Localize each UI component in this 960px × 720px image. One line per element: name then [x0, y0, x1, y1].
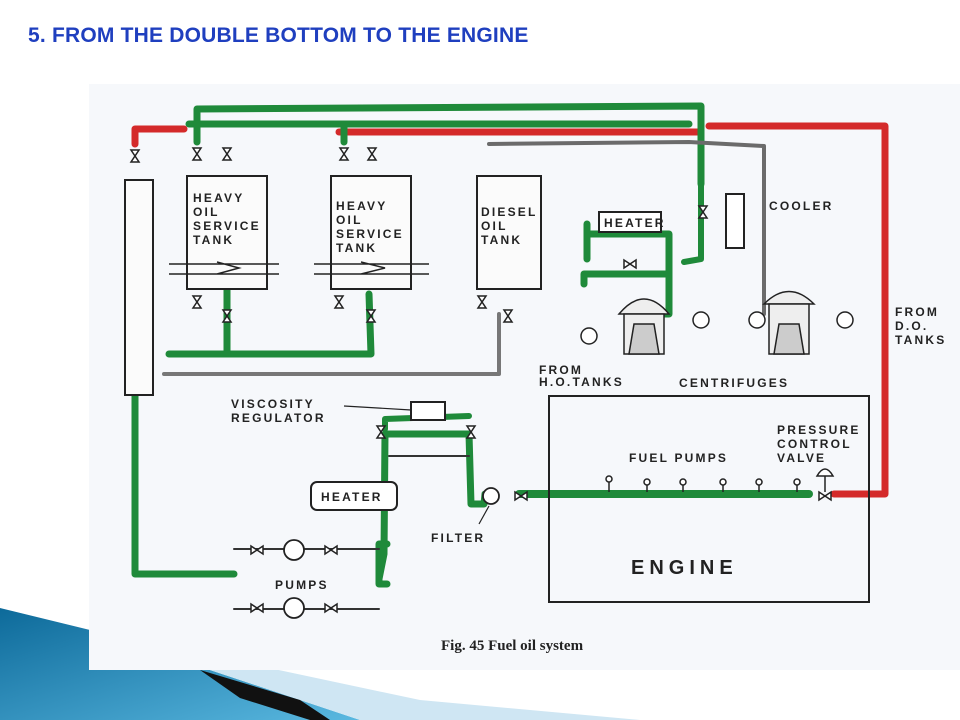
tank1-heating-coil	[169, 261, 279, 275]
tank2-label-line3: SERVICE	[336, 227, 404, 241]
viscosity-regulator-box	[410, 401, 446, 421]
valve-symbol	[623, 258, 637, 270]
centrifuge-1	[617, 298, 671, 355]
green-header-top	[185, 102, 705, 188]
valve-symbol	[250, 602, 264, 614]
centrifuge-feed-pump-1	[580, 327, 598, 345]
valve-symbol	[476, 295, 488, 309]
bottom-heater-label: HEATER	[321, 490, 383, 504]
valve-symbol	[697, 205, 709, 219]
valve-symbol	[250, 544, 264, 556]
fuel-pump-stubs	[605, 475, 801, 492]
diesel-tank-label: DIESEL OIL TANK	[481, 205, 538, 247]
swoosh-light	[90, 630, 640, 720]
valve-symbol	[366, 147, 378, 161]
tank1-label-line3: SERVICE	[193, 219, 261, 233]
tank2-label: HEAVY OIL SERVICE TANK	[336, 199, 404, 255]
swoosh-dark	[200, 670, 330, 720]
slide-title: 5. FROM THE DOUBLE BOTTOM TO THE ENGINE	[28, 24, 529, 47]
fuel-oil-system-figure: HEAVY OIL SERVICE TANK HEAVY OIL SERVICE…	[89, 84, 960, 670]
from-do-tanks-line2: D.O.	[895, 319, 928, 333]
valve-symbol	[818, 490, 832, 502]
top-heater-box	[598, 211, 662, 233]
diesel-label-line2: OIL	[481, 219, 508, 233]
valve-symbol	[375, 425, 387, 439]
diesel-label-line3: TANK	[481, 233, 522, 247]
pressure-control-valve-actuator	[815, 468, 835, 477]
tank2-label-line1: HEAVY	[336, 199, 387, 213]
pumps-label: PUMPS	[275, 578, 329, 592]
settling-column	[124, 179, 154, 396]
valve-symbol	[129, 149, 141, 163]
engine-box	[548, 395, 870, 603]
pressure-control-valve-line2: CONTROL	[777, 437, 852, 451]
centrifuge-feed-pump-3	[748, 311, 766, 329]
tank1-label: HEAVY OIL SERVICE TANK	[193, 191, 261, 247]
fuel-pumps-label: FUEL PUMPS	[629, 451, 728, 465]
diesel-label-line1: DIESEL	[481, 205, 538, 219]
from-ho-tanks-line1: FROM	[539, 363, 583, 377]
bottom-heater-box	[310, 481, 398, 511]
diesel-oil-tank	[476, 175, 542, 290]
filter-label: FILTER	[431, 531, 485, 545]
tank2-label-line4: TANK	[336, 241, 377, 255]
from-do-tanks-line1: FROM	[895, 305, 939, 319]
filter-pointer	[478, 505, 490, 525]
valve-symbol	[191, 295, 203, 309]
valve-symbol	[221, 147, 233, 161]
viscosity-regulator-line2: REGULATOR	[231, 411, 326, 425]
centrifuges-label: CENTRIFUGES	[679, 376, 789, 390]
tank1-label-line2: OIL	[193, 205, 220, 219]
heavy-oil-service-tank-2	[330, 175, 412, 290]
green-left-riser	[131, 390, 238, 578]
centrifuge-feed-pump-2	[692, 311, 710, 329]
top-heater-label: HEATER	[604, 216, 666, 230]
cooler-box	[725, 193, 745, 249]
valve-symbol	[221, 309, 233, 323]
engine-label: ENGINE	[631, 557, 738, 579]
figure-caption: Fig. 45 Fuel oil system	[441, 638, 584, 654]
heavy-oil-service-tank-1	[186, 175, 268, 290]
centrifuge-2	[762, 290, 816, 355]
black-recirc-line	[162, 312, 501, 376]
pump-lower	[283, 597, 305, 619]
from-do-tanks-line3: TANKS	[895, 333, 946, 347]
tank2-heating-coil	[314, 261, 429, 275]
tank1-label-line1: HEAVY	[193, 191, 244, 205]
pressure-control-valve-line1: PRESSURE	[777, 423, 861, 437]
from-ho-tanks-line2: H.O.TANKS	[539, 375, 624, 389]
red-return-line-top	[131, 122, 889, 498]
valve-symbol	[324, 544, 338, 556]
grey-diesel-line	[487, 140, 766, 316]
valves	[129, 147, 832, 614]
valve-symbol	[338, 147, 350, 161]
valve-symbol	[191, 147, 203, 161]
do-inlet-pump	[836, 311, 854, 329]
cooler-label: COOLER	[769, 199, 834, 213]
filter-symbol	[482, 487, 500, 505]
viscosity-regulator-pointer	[343, 405, 412, 411]
valve-symbol	[502, 309, 514, 323]
pump-upper	[283, 539, 305, 561]
valve-symbol	[324, 602, 338, 614]
valve-symbol	[514, 490, 528, 502]
valve-symbol	[333, 295, 345, 309]
valve-symbol	[365, 309, 377, 323]
valve-symbol	[465, 425, 477, 439]
tank2-label-line2: OIL	[336, 213, 363, 227]
figure-background	[89, 84, 960, 670]
tank1-label-line4: TANK	[193, 233, 234, 247]
pressure-control-valve-line3: VALVE	[777, 451, 826, 465]
viscosity-regulator-line1: VISCOSITY	[231, 397, 315, 411]
